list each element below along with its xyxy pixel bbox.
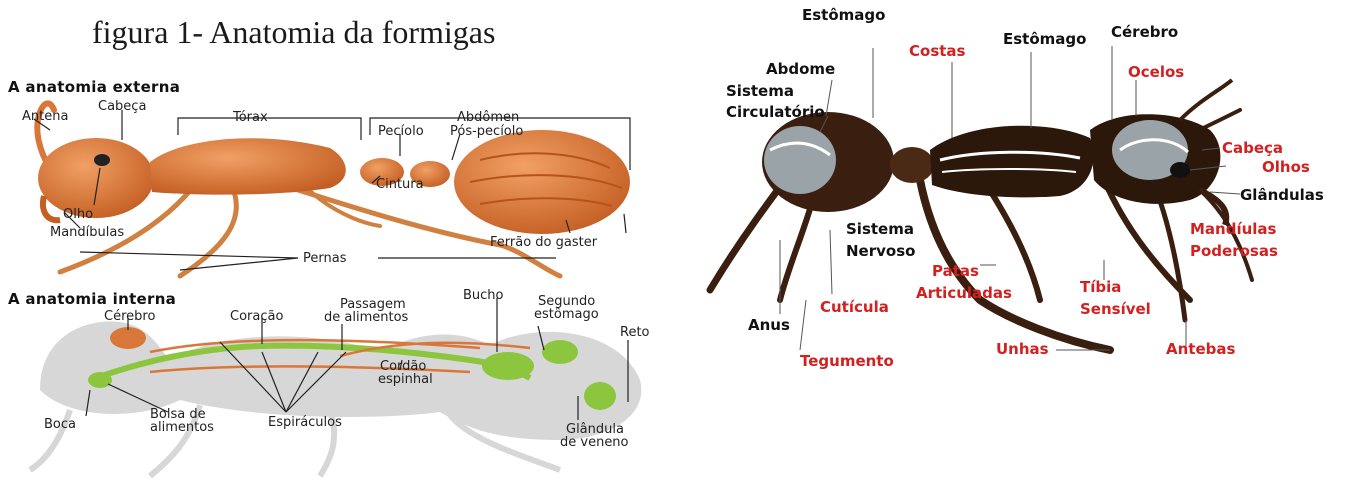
label-patas-2: Articuladas xyxy=(916,286,1012,301)
label-olho: Olho xyxy=(63,208,93,221)
label-unhas: Unhas xyxy=(996,342,1049,357)
label-patas-1: Patas xyxy=(932,264,979,279)
label-pos-peciolo: Pós-pecíolo xyxy=(450,125,523,138)
label-bucho: Bucho xyxy=(463,289,504,302)
label-torax: Tórax xyxy=(233,111,268,124)
label-espiraculos: Espiráculos xyxy=(268,416,342,429)
label-sistema-nerv-1: Sistema xyxy=(846,222,914,237)
label-anus: Anus xyxy=(748,318,790,333)
label-ferrao: Ferrão do gaster xyxy=(490,236,597,249)
label-sistema-nerv-2: Nervoso xyxy=(846,244,915,259)
label-antena: Antena xyxy=(22,110,68,123)
label-cerebro-interno: Cérebro xyxy=(104,310,155,323)
label-cintura: Cintura xyxy=(376,178,424,191)
label-estomago-2: Estômago xyxy=(1003,32,1086,47)
label-peciolo: Pecíolo xyxy=(378,125,424,138)
label-cabeca: Cabeça xyxy=(98,100,146,113)
label-cuticula: Cutícula xyxy=(820,300,889,315)
label-glandulas: Glândulas xyxy=(1240,188,1324,203)
label-pernas: Pernas xyxy=(303,252,346,265)
label-ocelos: Ocelos xyxy=(1128,65,1184,80)
internal-ant-drawing xyxy=(30,322,641,476)
internal-heading: A anatomia interna xyxy=(8,292,176,307)
label-bolsa-2: alimentos xyxy=(150,421,214,434)
label-abdome: Abdome xyxy=(766,62,835,77)
label-mandiulas-1: Mandíulas xyxy=(1190,222,1276,237)
external-heading: A anatomia externa xyxy=(8,80,180,95)
label-estomago-top: Estômago xyxy=(802,8,885,23)
label-passagem-2: de alimentos xyxy=(324,311,408,324)
label-costas: Costas xyxy=(909,44,965,59)
label-abdomen: Abdômen xyxy=(457,111,519,124)
label-olhos: Olhos xyxy=(1262,160,1310,175)
label-cordao-2: espinhal xyxy=(378,373,433,386)
label-tibia-2: Sensível xyxy=(1080,302,1151,317)
label-tibia-1: Tíbia xyxy=(1080,280,1121,295)
label-glandula-2: de veneno xyxy=(560,436,629,449)
label-cerebro: Cérebro xyxy=(1111,25,1178,40)
label-coracao: Coração xyxy=(230,310,283,323)
label-segundo-2: estômago xyxy=(534,308,599,321)
label-mandiulas-2: Poderosas xyxy=(1190,244,1278,259)
label-antebas: Antebas xyxy=(1166,342,1235,357)
label-tegumento: Tegumento xyxy=(800,354,894,369)
label-sistema-circ-2: Circulatório xyxy=(726,105,825,120)
label-sistema-circ-1: Sistema xyxy=(726,84,794,99)
label-reto: Reto xyxy=(620,326,650,339)
label-mandibulas: Mandíbulas xyxy=(50,226,124,239)
label-cabeca-red: Cabeça xyxy=(1222,141,1283,156)
label-boca: Boca xyxy=(44,418,76,431)
